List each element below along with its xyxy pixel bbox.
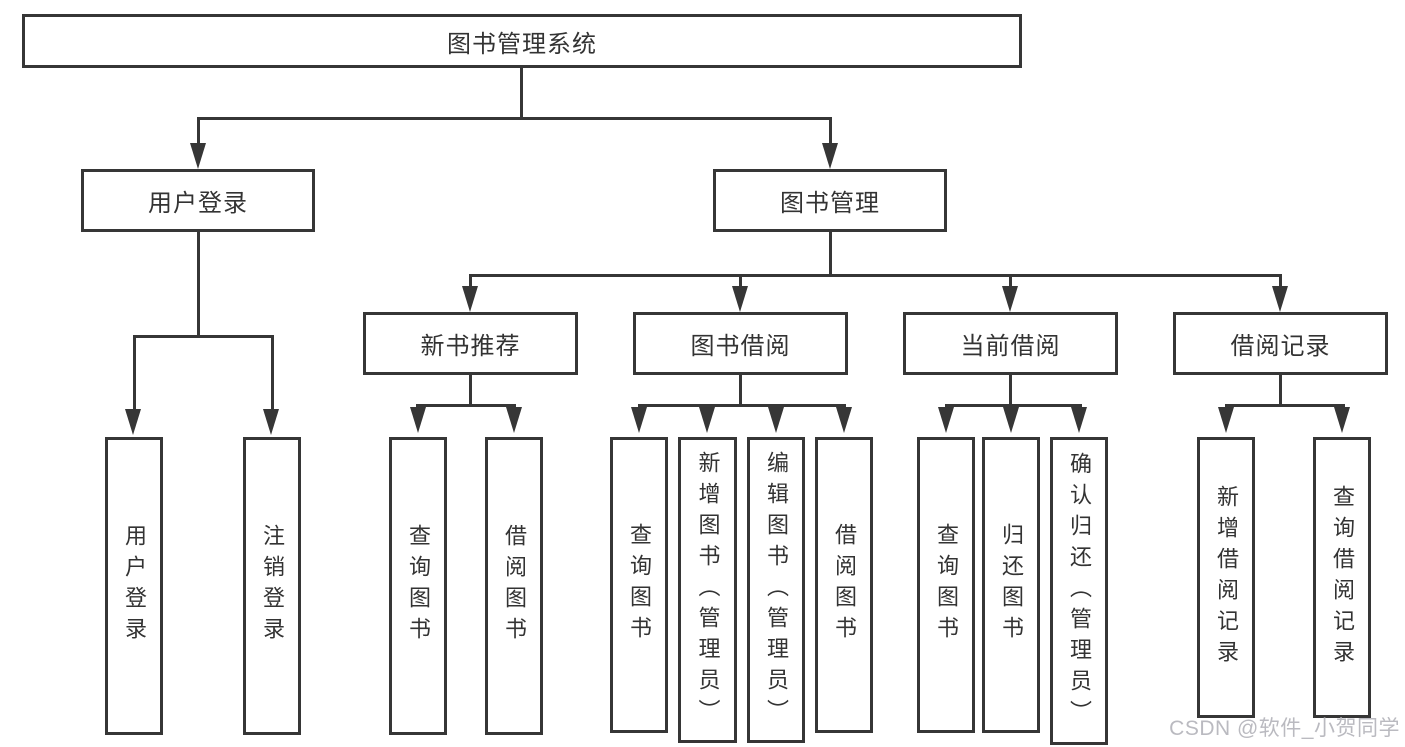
csdn-watermark: CSDN @软件_小贺同学 [1169,717,1400,740]
connector-line [638,404,846,407]
node-new-book-recommend: 新书推荐 [363,312,578,375]
connector-line [1009,274,1012,288]
arrowhead-icon [1272,286,1288,312]
node-book-borrowing: 图书借阅 [633,312,848,375]
leaf-query-books-recommend: 查询图书 [389,437,447,735]
connector-line [1009,375,1012,407]
leaf-return-book: 归还图书 [982,437,1040,733]
connector-line [469,274,472,288]
connector-line [520,68,523,118]
leaf-edit-book-admin: 编辑图书（管理员） [747,437,805,743]
connector-line [197,117,831,120]
node-book-management: 图书管理 [713,169,947,232]
connector-line [271,335,274,411]
arrowhead-icon [1002,286,1018,312]
node-current-borrowing: 当前借阅 [903,312,1118,375]
connector-line [416,404,516,407]
arrowhead-icon [938,407,954,433]
connector-line [133,335,274,338]
leaf-query-books-borrowing: 查询图书 [610,437,668,733]
arrowhead-icon [822,143,838,169]
connector-line [197,117,200,145]
leaf-add-borrow-record: 新增借阅记录 [1197,437,1255,718]
arrowhead-icon [631,407,647,433]
connector-line [469,274,1282,277]
leaf-query-borrow-record: 查询借阅记录 [1313,437,1371,718]
arrowhead-icon [462,286,478,312]
leaf-add-book-admin: 新增图书（管理员） [678,437,737,743]
node-root: 图书管理系统 [22,14,1022,68]
arrowhead-icon [410,407,426,433]
connector-line [1279,274,1282,288]
connector-line [133,335,136,411]
arrowhead-icon [1003,407,1019,433]
arrowhead-icon [1071,407,1087,433]
leaf-user-login: 用户登录 [105,437,163,735]
arrowhead-icon [190,143,206,169]
arrowhead-icon [125,409,141,435]
connector-line [829,232,832,276]
arrowhead-icon [1334,407,1350,433]
connector-line [197,232,200,337]
arrowhead-icon [263,409,279,435]
leaf-borrow-books-recommend: 借阅图书 [485,437,543,735]
connector-line [739,375,742,407]
connector-line [1225,404,1345,407]
leaf-logout: 注销登录 [243,437,301,735]
node-user-login: 用户登录 [81,169,315,232]
connector-line [829,117,832,145]
connector-line [1279,375,1282,407]
node-borrowing-records: 借阅记录 [1173,312,1388,375]
arrowhead-icon [699,407,715,433]
arrowhead-icon [1218,407,1234,433]
connector-line [739,274,742,288]
connector-line [469,375,472,407]
arrowhead-icon [836,407,852,433]
leaf-query-books-current: 查询图书 [917,437,975,733]
leaf-confirm-return-admin: 确认归还（管理员） [1050,437,1108,745]
arrowhead-icon [732,286,748,312]
arrowhead-icon [506,407,522,433]
leaf-borrow-books-borrowing: 借阅图书 [815,437,873,733]
connector-line [945,404,1082,407]
arrowhead-icon [768,407,784,433]
